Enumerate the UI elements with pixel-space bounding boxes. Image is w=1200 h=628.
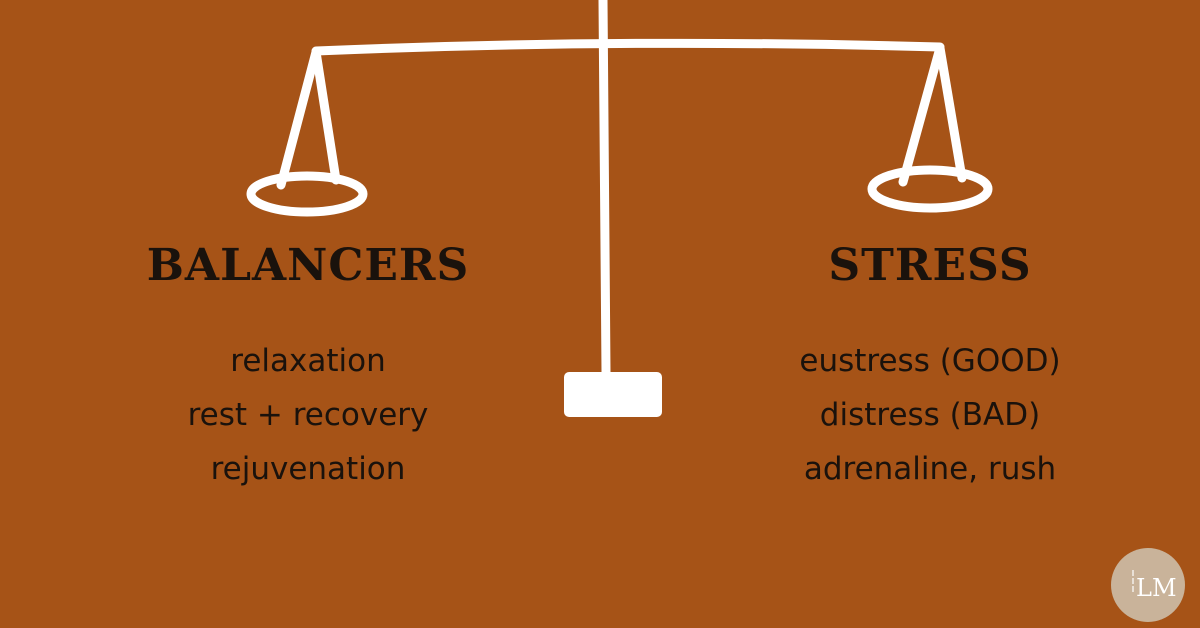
logo-text: LM (1136, 574, 1177, 602)
list-item: relaxation (230, 343, 386, 379)
list-item: adrenaline, rush (803, 451, 1057, 487)
scale-base (564, 372, 662, 417)
balancers-list: relaxation rest + recovery rejuvenation (108, 334, 508, 496)
left-pan-cord (311, 47, 341, 185)
list-item: eustress (GOOD) (799, 343, 1061, 379)
right-pan (867, 165, 993, 213)
right-pan-cord (935, 43, 967, 183)
scale-beam (311, 38, 945, 56)
list-item: rejuvenation (210, 451, 406, 487)
left-pan-cord (276, 47, 321, 190)
lm-logo-icon: LM (1132, 570, 1177, 602)
stress-list: eustress (GOOD) distress (BAD) adrenalin… (730, 334, 1130, 496)
balancers-heading: BALANCERS (146, 240, 470, 291)
brand-logo: LM (1111, 548, 1185, 622)
right-pan-cord (898, 43, 945, 187)
scale-post (598, 0, 611, 377)
list-item: distress (BAD) (819, 397, 1041, 433)
stress-heading: STRESS (828, 240, 1032, 291)
left-pan (246, 171, 368, 217)
list-item: rest + recovery (187, 397, 429, 433)
